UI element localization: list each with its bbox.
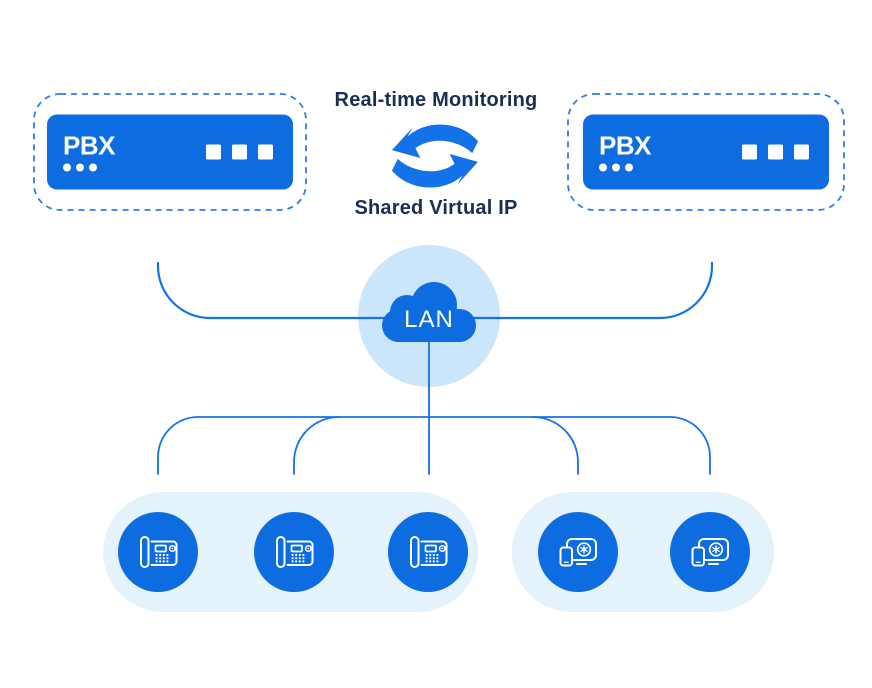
pbx-label: PBX: [599, 130, 651, 161]
desk-phone-icon: [410, 536, 448, 568]
pbx-label: PBX: [63, 130, 115, 161]
pbx-server: PBX: [583, 114, 829, 190]
pbx-node-secondary: PBX: [567, 93, 845, 211]
wire-branch-phone2: [293, 416, 340, 475]
status-led-dots: [63, 163, 97, 172]
pbx-dashed-border: [567, 93, 845, 211]
softphone-devices-icon: [559, 538, 597, 567]
wire-branch-client1: [532, 416, 579, 475]
softphone-client-group: [512, 492, 774, 612]
desk-phone-node: [118, 512, 198, 592]
shared-virtual-ip-label: Shared Virtual IP: [354, 197, 518, 219]
softphone-devices-icon: [691, 538, 729, 567]
pbx-node-primary: PBX: [33, 93, 307, 211]
realtime-monitoring-label: Real-time Monitoring: [334, 89, 538, 111]
status-led-dots: [599, 163, 633, 172]
port-indicator-squares: [206, 144, 273, 160]
desk-phone-group: [103, 492, 478, 612]
desk-phone-node: [254, 512, 334, 592]
lan-label: LAN: [404, 306, 454, 333]
softphone-client-node: [670, 512, 750, 592]
softphone-client-node: [538, 512, 618, 592]
desk-phone-icon: [140, 536, 178, 568]
desk-phone-icon: [276, 536, 314, 568]
pbx-server: PBX: [47, 114, 293, 190]
wire-bottom-bracket: [157, 416, 711, 475]
pbx-dashed-border: [33, 93, 307, 211]
sync-arrows-icon: [391, 124, 479, 188]
desk-phone-node: [388, 512, 468, 592]
port-indicator-squares: [742, 144, 809, 160]
